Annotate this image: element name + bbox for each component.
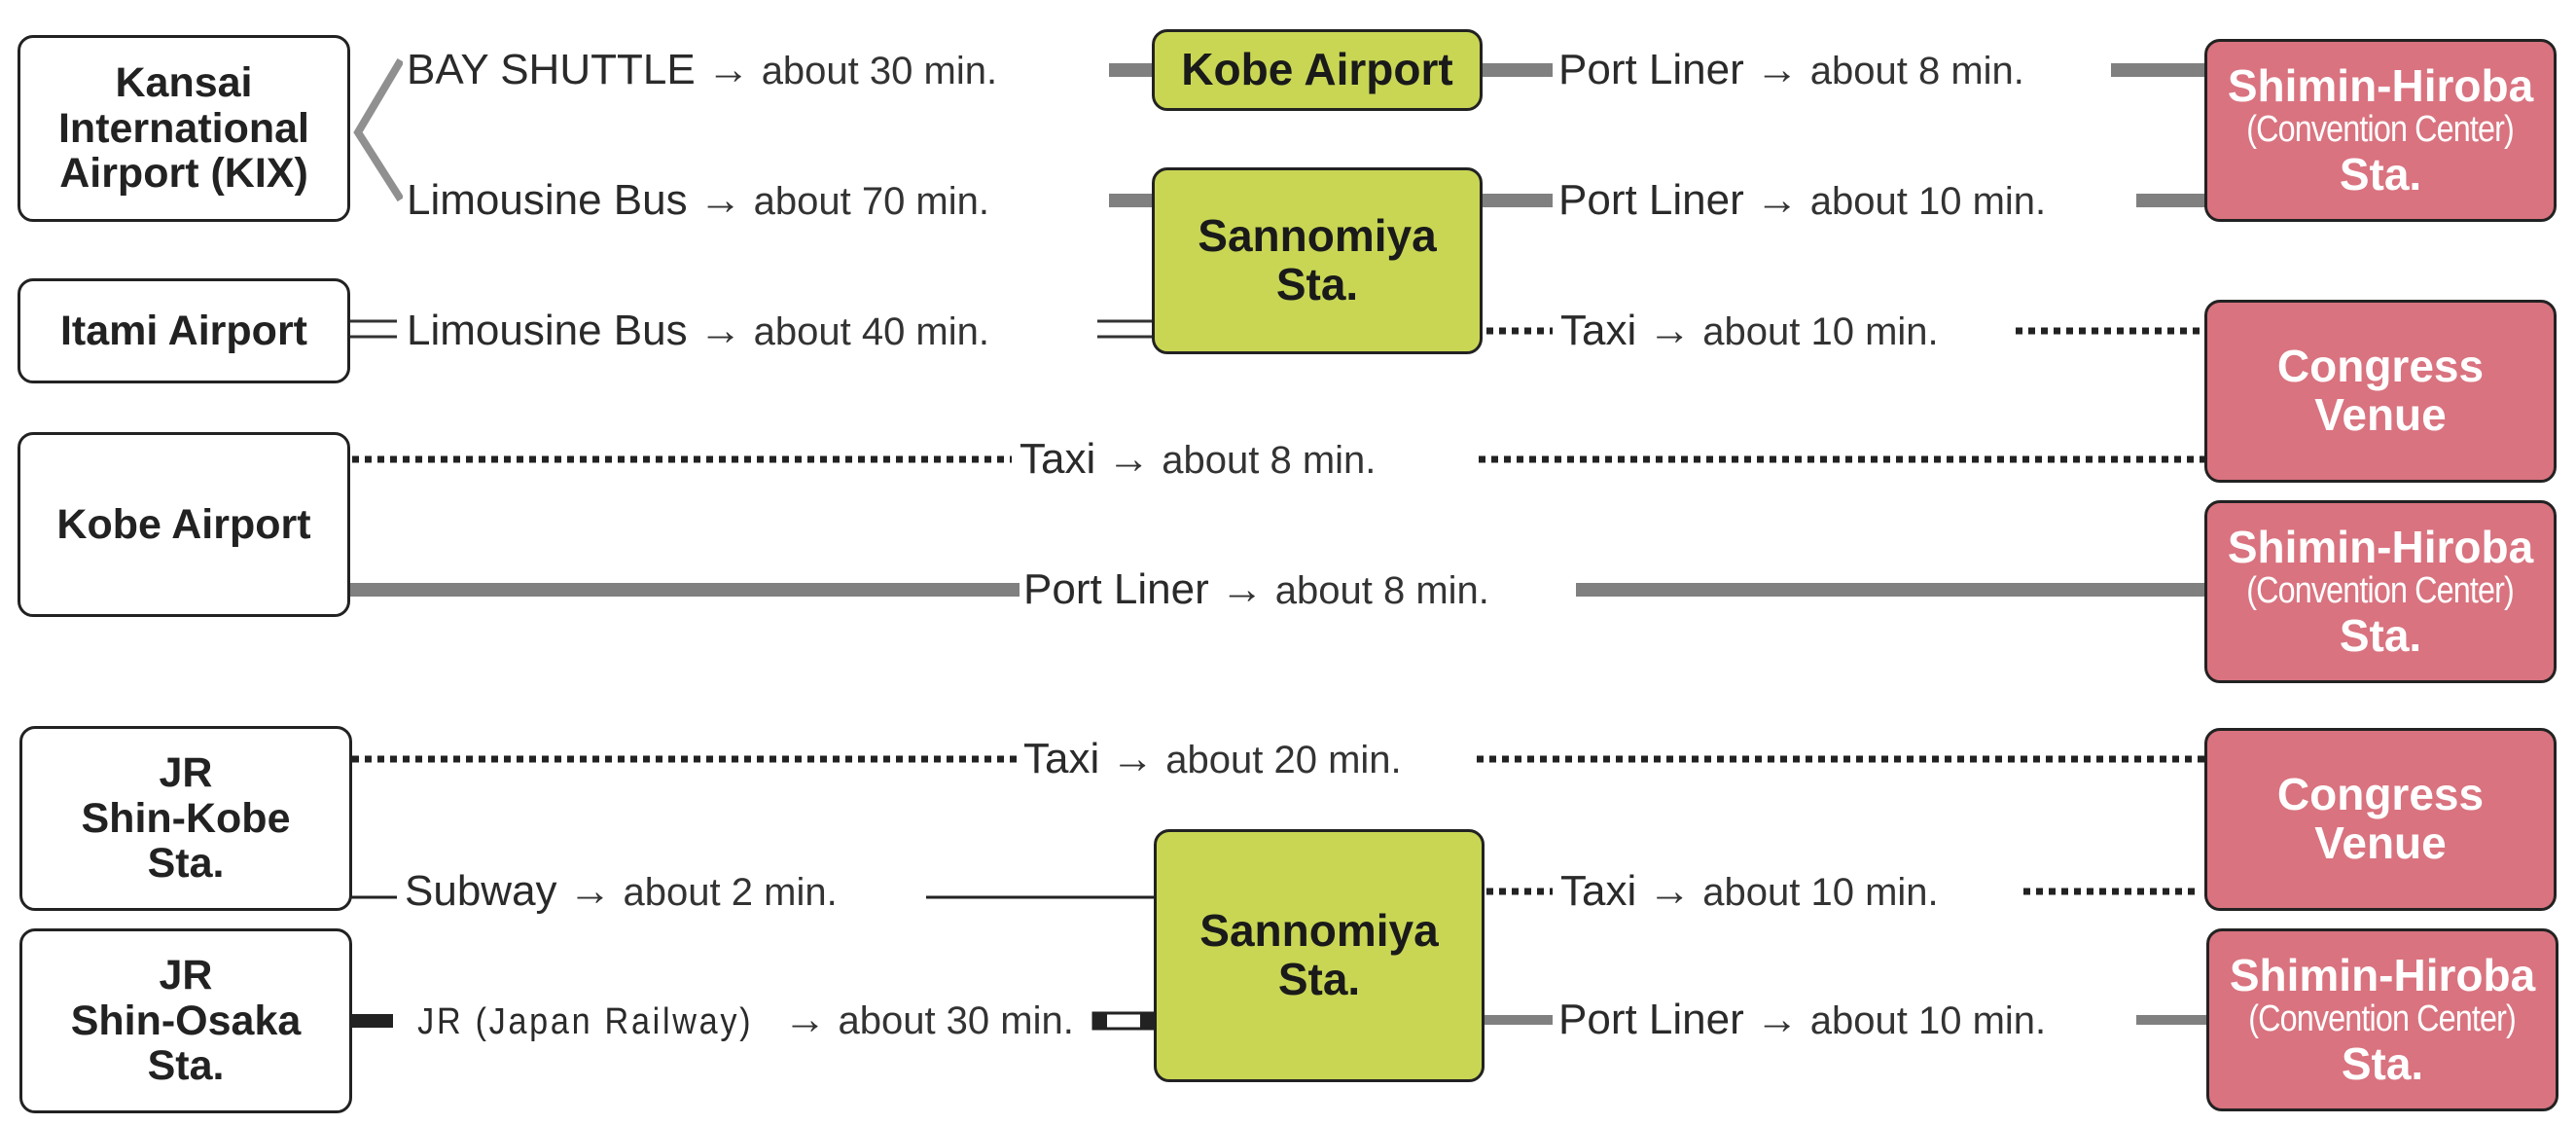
route-kix-bay-shuttle: BAY SHUTTLE→ about 30 min.: [403, 46, 1002, 93]
route-mode: Port Liner: [1558, 176, 1744, 224]
arrow-icon: →: [1755, 46, 1799, 93]
dest-shimin-hiroba-2: Shimin-Hiroba (Convention Center) Sta.: [2204, 500, 2557, 683]
shimin2-line3: Sta.: [2339, 609, 2422, 661]
shimin1-line2: (Convention Center): [2246, 109, 2516, 151]
shinkobe-line3: Sta.: [147, 840, 225, 888]
arrow-icon: →: [568, 867, 612, 915]
route-duration: about 8 min.: [1809, 50, 2024, 92]
dest-shimin-hiroba-1: Shimin-Hiroba (Convention Center) Sta.: [2204, 39, 2557, 222]
route-shinkobe-subway: Subway→ about 2 min.: [401, 870, 841, 913]
route-mode: Taxi: [1560, 867, 1637, 915]
venue1-line1: Congress: [2276, 341, 2485, 392]
shinkobe-line2: Shin-Kobe: [81, 794, 291, 842]
route-sannomiya2-taxi: Taxi→about 10 min.: [1556, 870, 1943, 913]
kobe-origin-label: Kobe Airport: [56, 500, 311, 548]
route-duration: about 20 min.: [1165, 739, 1402, 781]
shinosaka-line3: Sta.: [147, 1042, 225, 1090]
route-duration: about 2 min.: [623, 871, 838, 914]
route-sannomiya-port-liner: Port Liner→about 10 min.: [1555, 176, 2051, 224]
dest-congress-venue-2: Congress Venue: [2204, 728, 2557, 911]
sannomiya2-line1: Sannomiya: [1199, 905, 1439, 957]
arrow-icon: →: [1755, 176, 1799, 224]
arrow-icon: →: [698, 307, 742, 354]
hub-sannomiya-1: Sannomiya Sta.: [1152, 167, 1483, 354]
kobe-hub-label: Kobe Airport: [1181, 44, 1453, 95]
venue2-line1: Congress: [2276, 769, 2485, 820]
arrow-icon: →: [706, 46, 750, 93]
route-mode: Taxi: [1020, 435, 1096, 483]
route-mode: Taxi: [1560, 307, 1637, 354]
arrow-icon: →: [1755, 996, 1799, 1043]
line-jr-rail-a: [352, 1014, 393, 1028]
route-duration: about 30 min.: [761, 50, 998, 92]
sannomiya1-line2: Sta.: [1275, 259, 1359, 309]
route-duration: about 8 min.: [1162, 439, 1377, 482]
kix-branch-bracket: [353, 57, 405, 202]
arrow-icon: →: [698, 176, 742, 224]
route-duration: about 8 min.: [1274, 569, 1489, 612]
shimin3-line2: (Convention Center): [2248, 998, 2518, 1040]
route-duration: about 10 min.: [1809, 180, 2047, 223]
shimin1-line3: Sta.: [2339, 148, 2422, 200]
route-itami-limousine: Limousine Bus→ about 40 min.: [403, 309, 993, 352]
shinosaka-line2: Shin-Osaka: [70, 997, 302, 1044]
shimin3-line1: Shimin-Hiroba: [2229, 949, 2536, 1000]
route-kobe-port-liner-direct: Port Liner→about 8 min.: [1020, 568, 1493, 611]
shinkobe-line1: JR: [159, 749, 213, 797]
route-shinosaka-jr: JR (Japan Railway) → about 30 min.: [395, 998, 1078, 1041]
route-sannomiya-taxi: Taxi→about 10 min.: [1556, 309, 1943, 352]
route-duration: about 40 min.: [753, 310, 989, 353]
kix-line3: Airport (KIX): [59, 150, 308, 198]
sannomiya2-line2: Sta.: [1277, 954, 1361, 1004]
route-mode: Port Liner: [1023, 565, 1209, 613]
line-jr-rail-b-fill1: [1093, 1013, 1107, 1029]
venue1-line2: Venue: [2314, 389, 2447, 440]
origin-shin-osaka: JR Shin-Osaka Sta.: [19, 928, 352, 1113]
arrow-icon: →: [1648, 307, 1692, 354]
route-duration: about 10 min.: [1702, 310, 1939, 353]
shimin2-line2: (Convention Center): [2246, 570, 2516, 612]
route-duration: about 10 min.: [1702, 871, 1939, 914]
arrow-icon: →: [1220, 565, 1264, 613]
route-mode: Taxi: [1023, 735, 1100, 782]
shimin2-line1: Shimin-Hiroba: [2227, 521, 2534, 572]
shimin3-line3: Sta.: [2341, 1037, 2424, 1089]
route-shinkobe-taxi: Taxi→about 20 min.: [1020, 738, 1406, 780]
route-mode: Subway: [405, 867, 557, 915]
route-duration: about 30 min.: [838, 999, 1074, 1042]
line-jr-rail-b-fill2: [1140, 1013, 1154, 1029]
route-sannomiya2-port-liner: Port Liner→about 10 min.: [1555, 996, 2051, 1043]
origin-kobe-airport: Kobe Airport: [18, 432, 350, 617]
origin-shin-kobe: JR Shin-Kobe Sta.: [19, 726, 352, 911]
shinosaka-line1: JR: [159, 952, 213, 999]
route-mode: JR (Japan Railway): [417, 1001, 754, 1042]
shimin1-line1: Shimin-Hiroba: [2227, 59, 2534, 111]
arrow-icon: →: [783, 996, 827, 1043]
origin-kix: Kansai International Airport (KIX): [18, 35, 350, 222]
venue2-line2: Venue: [2314, 817, 2447, 868]
hub-kobe-airport: Kobe Airport: [1152, 29, 1483, 111]
route-kobe-port-liner: Port Liner→about 8 min.: [1555, 49, 2028, 91]
arrow-icon: →: [1111, 735, 1155, 782]
kix-line1: Kansai: [115, 59, 253, 107]
route-mode: Limousine Bus: [407, 176, 688, 224]
arrow-icon: →: [1648, 867, 1692, 915]
route-duration: about 10 min.: [1809, 999, 2047, 1042]
route-mode: Limousine Bus: [407, 307, 688, 354]
route-mode: BAY SHUTTLE: [407, 46, 696, 93]
sannomiya1-line1: Sannomiya: [1198, 210, 1437, 262]
itami-label: Itami Airport: [59, 307, 308, 354]
route-kobe-taxi: Taxi→ about 8 min.: [1016, 435, 1380, 483]
route-duration: about 70 min.: [753, 180, 989, 223]
arrow-icon: →: [1107, 435, 1151, 483]
route-mode: Port Liner: [1558, 46, 1744, 93]
kix-line2: International: [57, 104, 310, 152]
origin-itami: Itami Airport: [18, 278, 350, 383]
hub-sannomiya-2: Sannomiya Sta.: [1154, 829, 1485, 1082]
dest-congress-venue-1: Congress Venue: [2204, 300, 2557, 483]
route-mode: Port Liner: [1558, 996, 1744, 1043]
dest-shimin-hiroba-3: Shimin-Hiroba (Convention Center) Sta.: [2206, 928, 2558, 1111]
route-kix-limousine: Limousine Bus→ about 70 min.: [403, 179, 993, 222]
